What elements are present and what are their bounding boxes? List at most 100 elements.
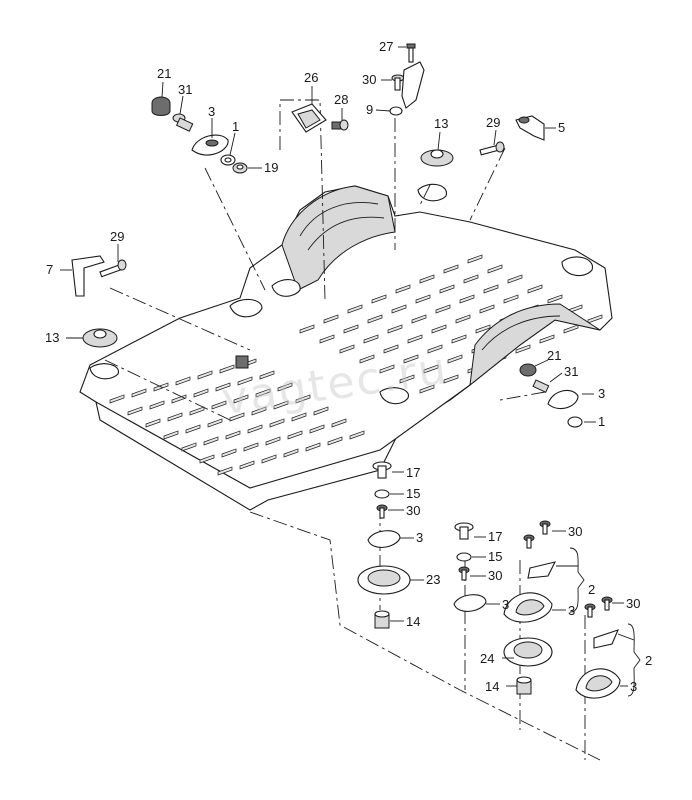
callout-13-left: 13 [45, 330, 59, 345]
floor-slot [479, 304, 495, 314]
floor-slot [299, 324, 315, 334]
floor-slot [399, 374, 415, 384]
floor-slot [291, 412, 307, 422]
floor-slot [127, 406, 143, 416]
callout-2-lower: 2 [645, 653, 652, 668]
callout-15-b: 15 [488, 549, 502, 564]
floor-slot [309, 424, 325, 434]
floor-slot [261, 454, 277, 464]
floor-slot [219, 364, 235, 374]
floor-slot [447, 354, 463, 364]
floor-slot [435, 304, 451, 314]
floor-slot [339, 344, 355, 354]
part-31-bolt-right [532, 379, 550, 393]
part-29-pin-right [479, 141, 505, 156]
floor-slot [431, 324, 447, 334]
floor-slot [547, 294, 563, 304]
callout-3-b: 3 [502, 597, 509, 612]
part-30-screw-e [584, 603, 596, 618]
part-29-pin-left [99, 259, 127, 278]
floor-slot [239, 460, 255, 470]
part-21-cap-right [519, 363, 537, 377]
floor-slot [503, 294, 519, 304]
callout-9: 9 [366, 102, 373, 117]
floor-slot [467, 254, 483, 264]
floor-slot [217, 466, 233, 476]
floor-slot [221, 448, 237, 458]
floor-slot [237, 376, 253, 386]
floor-slot [305, 442, 321, 452]
callout-29-right: 29 [486, 115, 500, 130]
floor-slot [487, 264, 503, 274]
floor-slot [269, 418, 285, 428]
floor-slot [415, 294, 431, 304]
floor-slot [391, 304, 407, 314]
callout-30-top: 30 [362, 72, 376, 87]
part-bracket-small-b [593, 629, 619, 649]
part-13-grommet-left [82, 328, 118, 348]
callout-3-c: 3 [568, 603, 575, 618]
part-3-lashing-eye-c [503, 592, 553, 623]
floor-slot [181, 442, 197, 452]
callout-7: 7 [46, 262, 53, 277]
callout-30-a: 30 [406, 503, 420, 518]
part-30-screw-a [376, 504, 388, 519]
part-28-screw [331, 119, 349, 131]
floor-slot [427, 344, 443, 354]
floor-slot [185, 424, 201, 434]
part-9-washer [389, 106, 403, 116]
callout-5: 5 [558, 120, 565, 135]
floor-slot [507, 274, 523, 284]
floor-slot [359, 354, 375, 364]
floor-slot [145, 418, 161, 428]
floor-slot [197, 370, 213, 380]
floor-slot [273, 400, 289, 410]
part-27-bolt [406, 43, 416, 63]
part-31-bolt-top [172, 113, 194, 132]
floor-slot [387, 324, 403, 334]
callout-21-top: 21 [157, 66, 171, 81]
wheel-arch-left [281, 185, 396, 291]
floor-slot [277, 382, 293, 392]
callout-1-right: 1 [598, 414, 605, 429]
floor-slot [349, 430, 365, 440]
part-7-bracket [71, 255, 105, 297]
floor-slot [295, 394, 311, 404]
floor-slot [363, 334, 379, 344]
callout-14-b: 14 [485, 679, 499, 694]
floor-slot [331, 418, 347, 428]
floor-slot [451, 334, 467, 344]
floor-slot [265, 436, 281, 446]
floor-slot [563, 324, 579, 334]
floor-slot [383, 344, 399, 354]
floor-slot [167, 412, 183, 422]
callout-31-top: 31 [178, 82, 192, 97]
floor-slot [323, 314, 339, 324]
callout-2-upper: 2 [588, 582, 595, 597]
part-26-cover [291, 103, 327, 133]
floor-slot [109, 394, 125, 404]
floor-slot [419, 384, 435, 394]
part-21-cap-top [151, 96, 171, 116]
part-1-washer-right [567, 416, 583, 428]
floor-slot [193, 388, 209, 398]
part-13-grommet-top [420, 149, 454, 167]
callout-31-right: 31 [564, 364, 578, 379]
floor-slot [251, 406, 267, 416]
floor-slot [343, 324, 359, 334]
floor-slot [371, 294, 387, 304]
floor-slot [211, 400, 227, 410]
callout-14-a: 14 [406, 614, 420, 629]
floor-slot [149, 400, 165, 410]
callout-17-a: 17 [406, 465, 420, 480]
floor-slot [319, 334, 335, 344]
floor-slot [207, 418, 223, 428]
floor-slot [403, 354, 419, 364]
floor-slot [175, 376, 191, 386]
callout-23: 23 [426, 572, 440, 587]
floor-slots-left [109, 358, 365, 476]
floor-slot [411, 314, 427, 324]
part-15-washer-a [374, 489, 390, 499]
floor-slot [459, 294, 475, 304]
part-24-ring [503, 637, 553, 667]
